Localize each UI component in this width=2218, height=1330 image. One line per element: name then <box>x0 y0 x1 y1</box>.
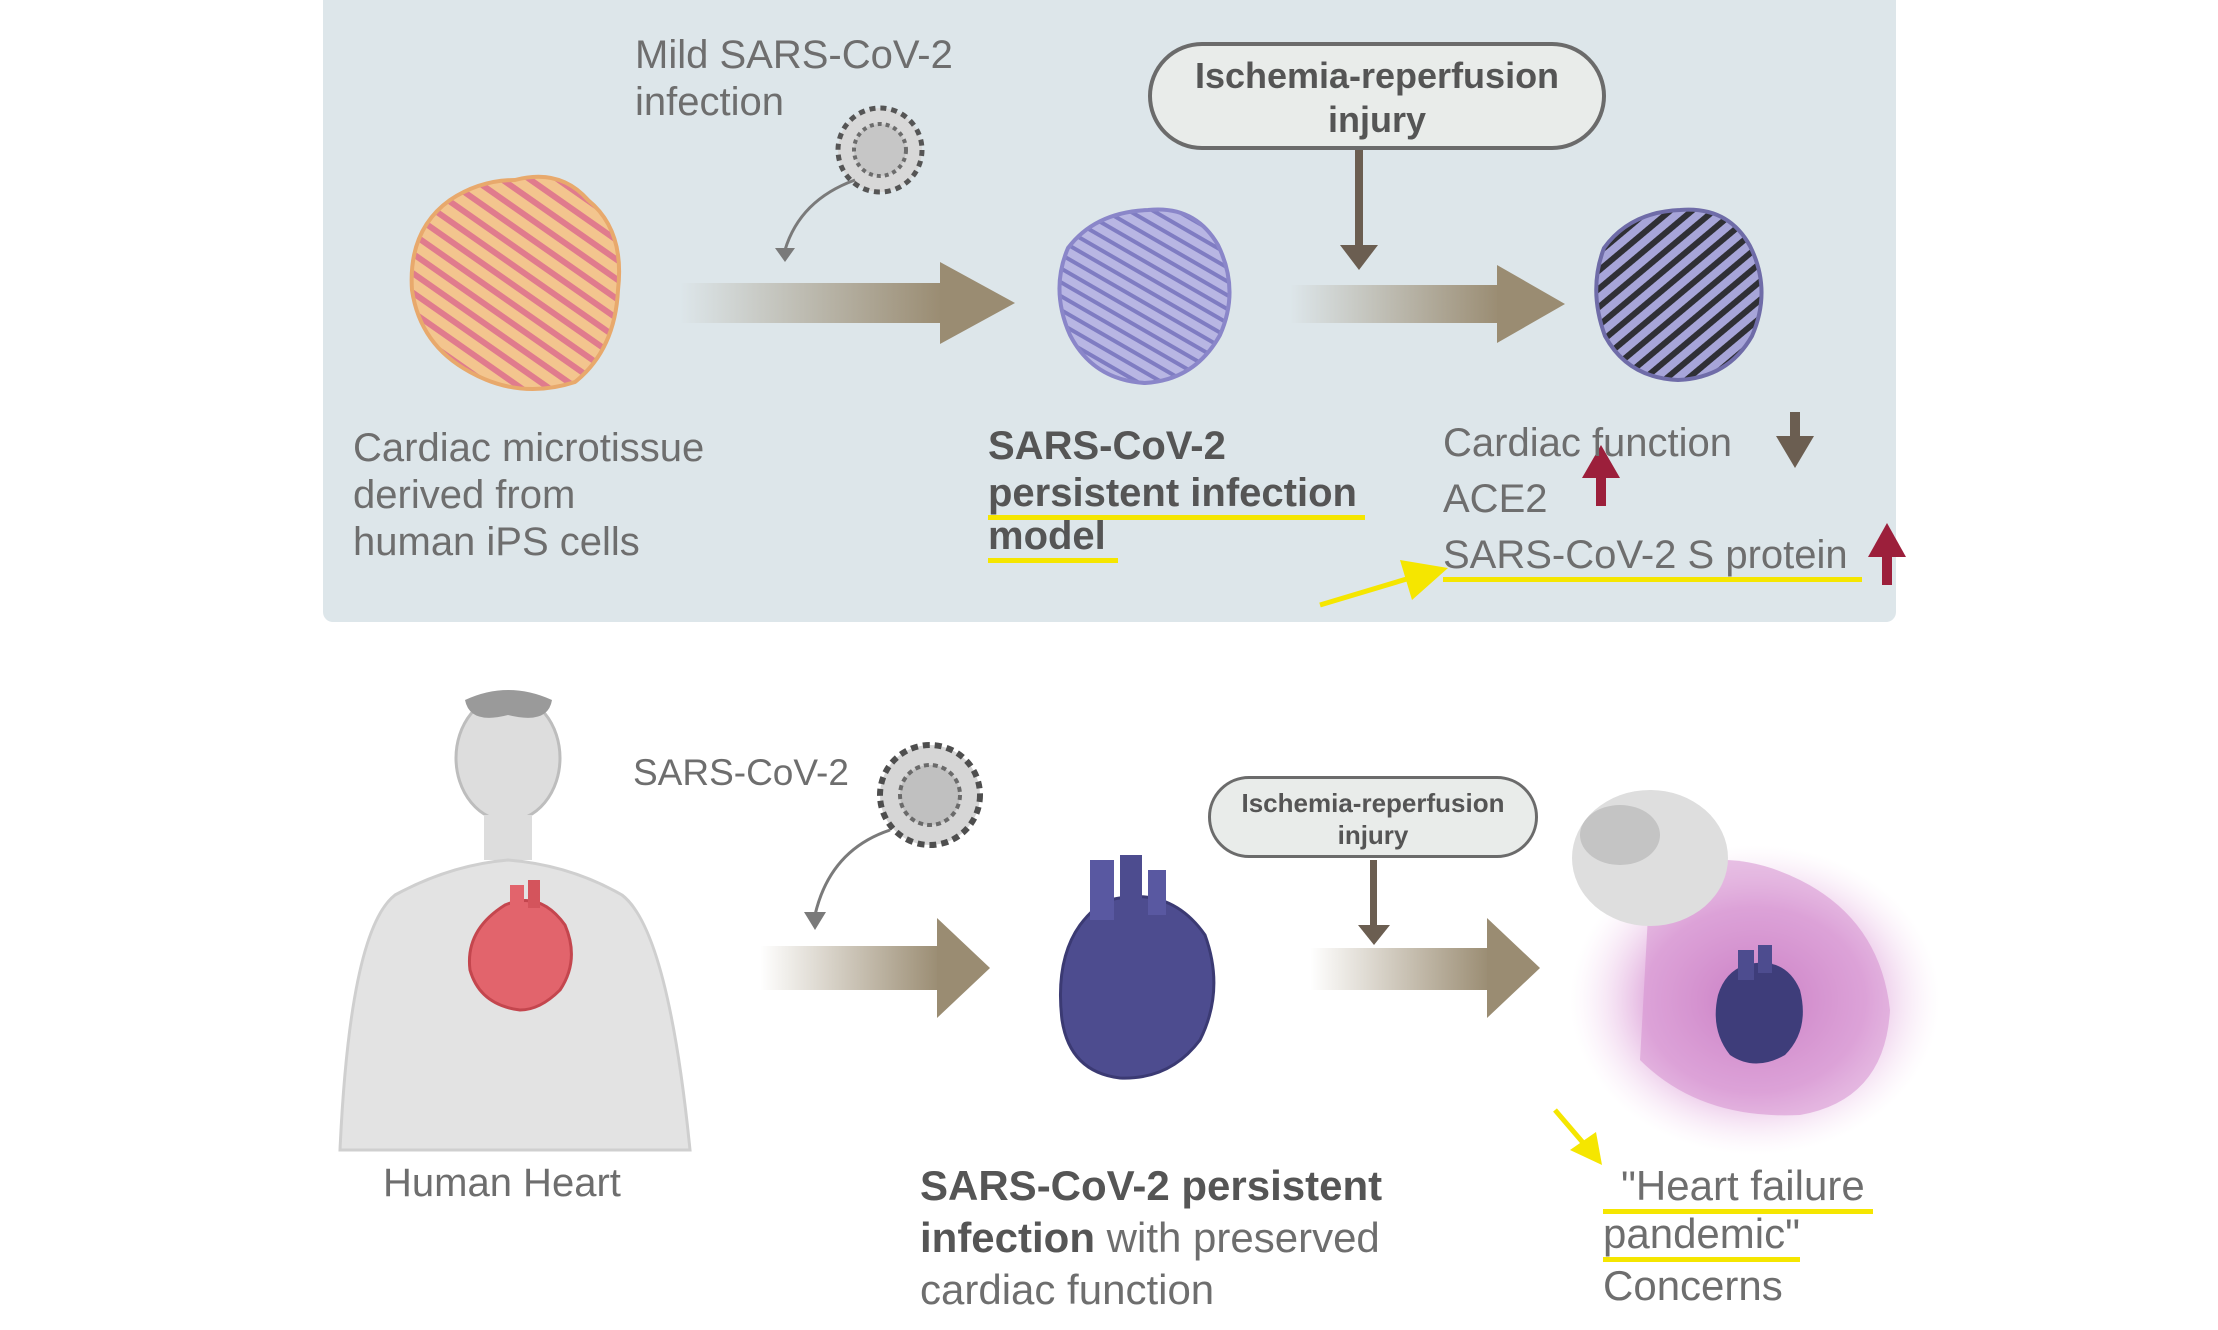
model-label-line3-text: model <box>988 514 1118 563</box>
infected-heart-icon <box>1059 855 1216 1080</box>
injury-pill-bottom-line1: Ischemia-reperfusion <box>1241 788 1505 818</box>
model-label: SARS-CoV-2 persistent infection model <box>988 423 1365 563</box>
persistent-caption-line3: cardiac function <box>920 1266 1215 1313</box>
mild-infection-label-line2: infection <box>635 80 784 124</box>
cardiac-function-down-arrow <box>1776 412 1814 468</box>
model-label-line2-text: persistent infection <box>988 471 1365 520</box>
microtissue-infected-icon <box>1057 207 1232 386</box>
pointer-arrow-top <box>1319 560 1448 608</box>
injury-pill-top: Ischemia-reperfusion injury <box>1148 42 1606 150</box>
persistent-infection-caption: SARS-CoV-2 persistent infection with pre… <box>920 1160 1382 1316</box>
hf-caption-line3: Concerns <box>1603 1262 1783 1309</box>
s-protein-up-arrow <box>1868 523 1906 585</box>
virus-icon-bottom <box>877 742 983 848</box>
injury-pill-bottom-line2: injury <box>1337 820 1409 850</box>
outcome-ace2: ACE2 <box>1443 477 1548 521</box>
mild-infection-label: Mild SARS-CoV-2 infection <box>635 32 953 126</box>
process-arrow-2 <box>1290 265 1565 343</box>
hf-caption-line1-text: "Heart failure <box>1603 1162 1873 1214</box>
injury-pill-top-line2: injury <box>1327 99 1426 140</box>
ace2-up-arrow <box>1582 445 1620 506</box>
microtissue-healthy-icon <box>409 174 622 392</box>
healthy-heart-icon <box>467 880 573 1012</box>
model-label-line2: persistent infection <box>988 470 1365 520</box>
failing-heart-icon <box>1715 945 1803 1064</box>
virus-icon <box>835 105 925 195</box>
persistent-caption-line1: SARS-CoV-2 persistent <box>920 1162 1383 1209</box>
hf-caption-line2: pandemic" <box>1603 1208 1873 1262</box>
persistent-caption-rest: with preserved <box>1095 1214 1380 1261</box>
outcome-s-protein: SARS-CoV-2 S protein <box>1443 532 1862 588</box>
process-arrow-4 <box>1310 918 1540 1018</box>
hf-caption-line2-text: pandemic" <box>1603 1210 1801 1262</box>
hf-caption-line1: "Heart failure <box>1603 1160 1873 1214</box>
persistent-caption-line2: infection with preserved <box>920 1212 1382 1264</box>
process-arrow-3 <box>760 918 990 1018</box>
human-heart-label: Human Heart <box>383 1161 621 1205</box>
model-label-line1: SARS-CoV-2 <box>988 424 1226 468</box>
microtissue-damaged-icon <box>1594 207 1764 383</box>
process-arrow-1 <box>680 262 1015 344</box>
microtissue-label: Cardiac microtissue derived from human i… <box>353 425 704 566</box>
injury-pill-top-line1: Ischemia-reperfusion <box>1194 55 1560 96</box>
persistent-caption-bold: infection <box>920 1214 1095 1261</box>
microtissue-label-line2: derived from <box>353 473 576 517</box>
heart-failure-caption: "Heart failure pandemic" Concerns <box>1603 1160 1873 1312</box>
outcome-cardiac-function: Cardiac function <box>1443 421 1733 465</box>
model-label-line3: model <box>988 513 1365 563</box>
outcome-s-protein-text: SARS-CoV-2 S protein <box>1443 533 1862 582</box>
injury-pill-bottom: Ischemia-reperfusion injury <box>1208 776 1538 858</box>
microtissue-label-line1: Cardiac microtissue <box>353 426 705 470</box>
bottom-virus-label: SARS-CoV-2 <box>633 752 849 793</box>
pointer-arrow-bottom <box>1553 1108 1602 1165</box>
outcome-list: Cardiac function ACE2 SARS-CoV-2 S prote… <box>1443 420 1862 588</box>
infection-curve-arrow <box>783 178 856 251</box>
microtissue-label-line3: human iPS cells <box>353 520 640 564</box>
mild-infection-label-line1: Mild SARS-CoV-2 <box>635 33 953 77</box>
